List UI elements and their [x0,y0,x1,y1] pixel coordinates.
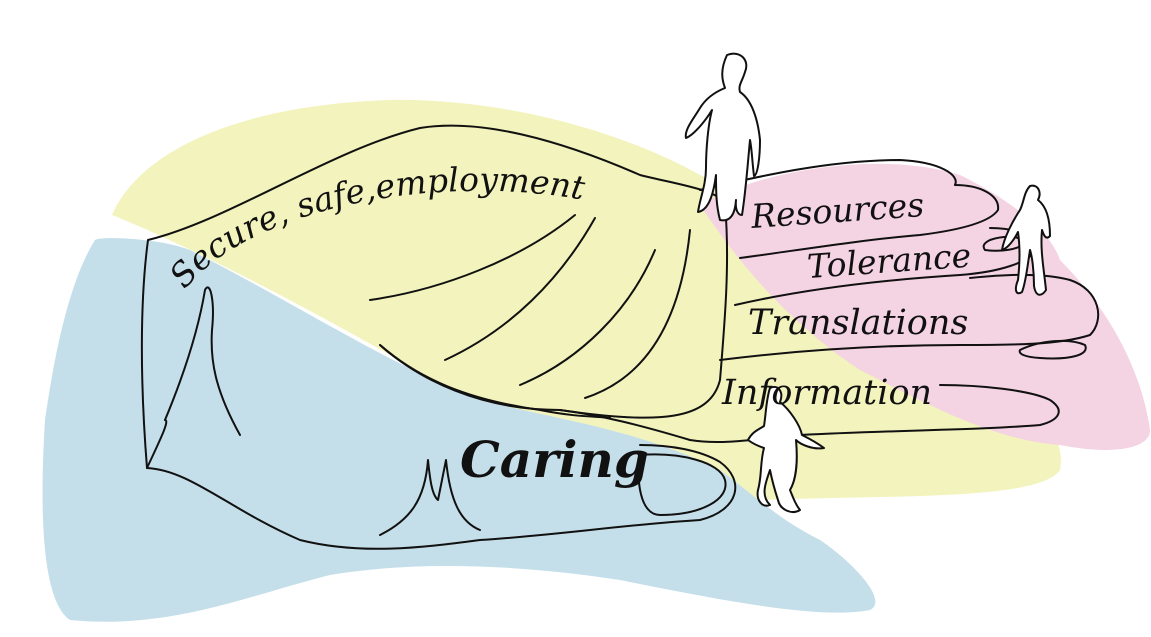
yellow-region [112,99,1061,500]
blue-region [42,238,876,622]
label-caring: Caring [460,430,649,489]
label-translations: Translations [748,303,968,343]
label-information: Information [721,373,932,413]
person-figure-icon [1001,184,1051,296]
person-figure-icon [684,52,761,222]
person-figure-icon [747,386,825,513]
hand-outline-icon [140,124,1100,550]
